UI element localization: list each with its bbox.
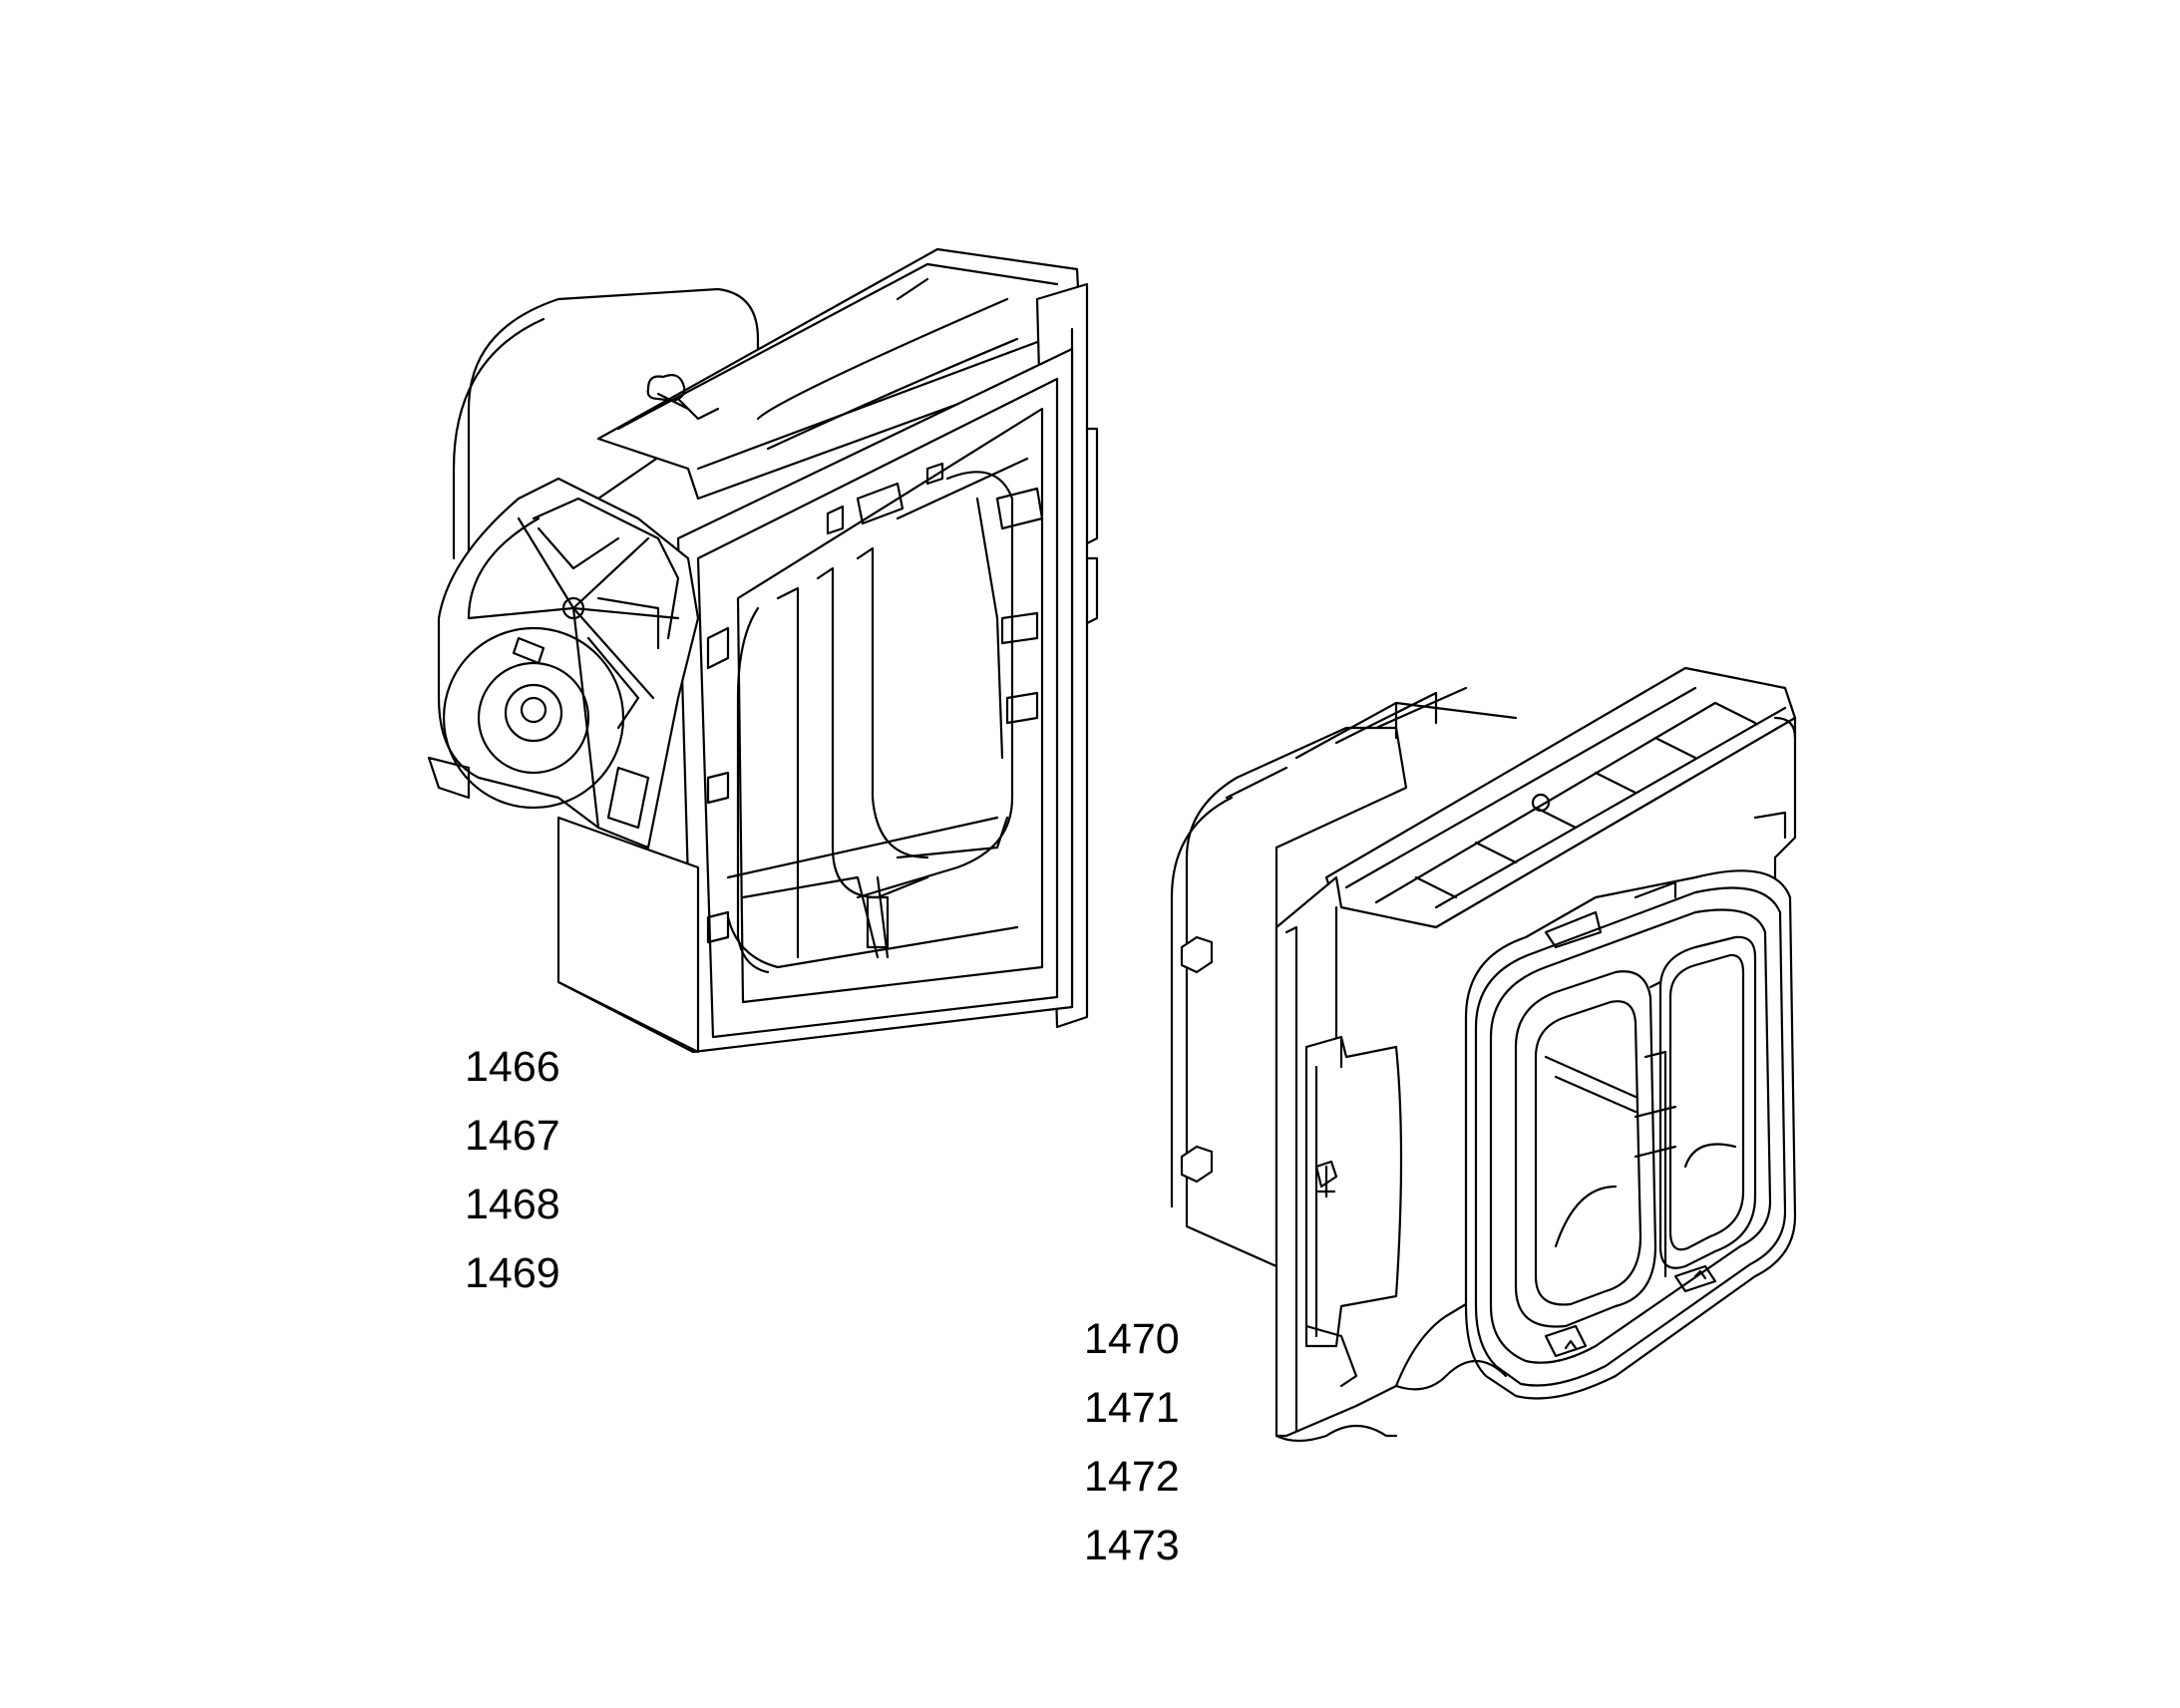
part-number-label: 1470 <box>1084 1315 1180 1363</box>
left-housing-part <box>427 247 1099 1054</box>
part-number-label: 1473 <box>1084 1522 1180 1569</box>
part-numbers-right: 1470 1471 1472 1473 <box>1084 1305 1180 1580</box>
part-number-label: 1467 <box>465 1112 560 1160</box>
right-housing-part <box>1170 666 1797 1443</box>
part-number-label: 1471 <box>1084 1384 1180 1432</box>
part-numbers-left: 1466 1467 1468 1469 <box>465 1033 560 1308</box>
part-number-label: 1472 <box>1084 1453 1180 1501</box>
part-number-label: 1469 <box>465 1249 560 1297</box>
part-number-label: 1466 <box>465 1043 560 1091</box>
part-number-label: 1468 <box>465 1181 560 1228</box>
